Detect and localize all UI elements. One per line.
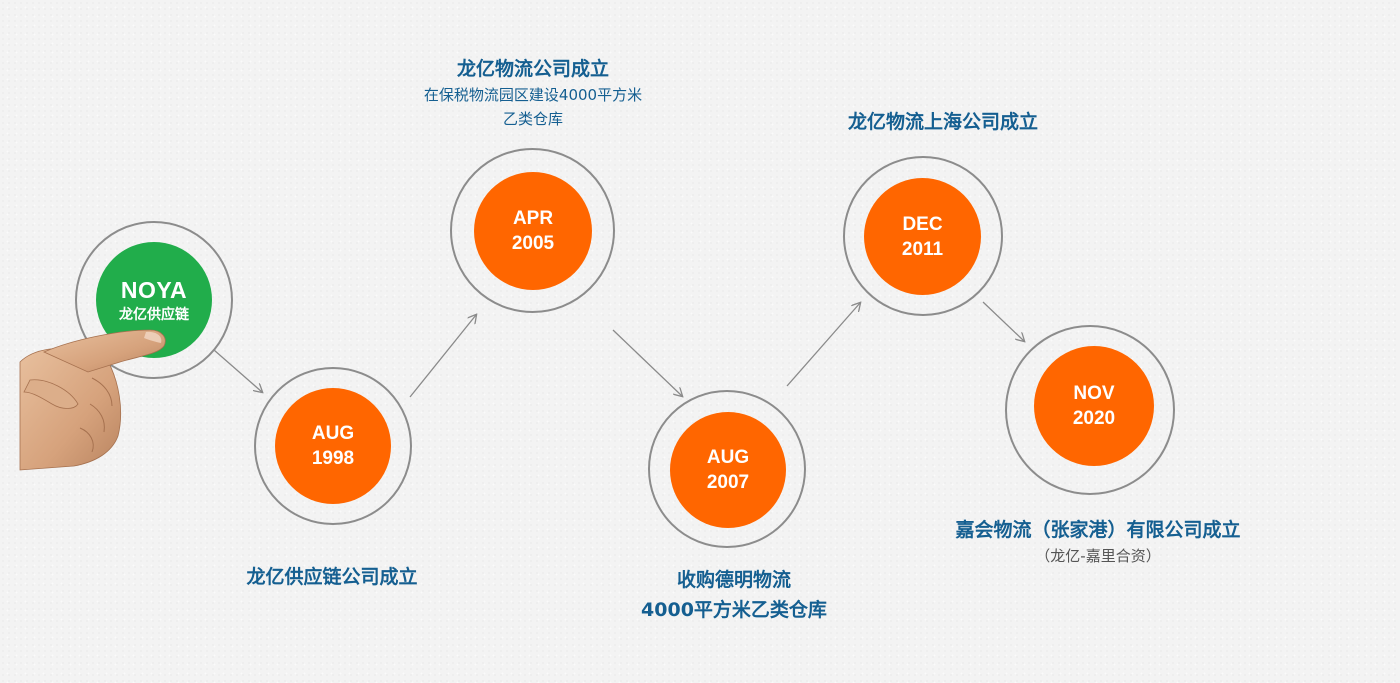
milestone-year: 2005 xyxy=(511,233,555,254)
milestone-2005-title: 龙亿物流公司成立 xyxy=(456,58,609,80)
start-node: NOYA 龙亿供应链 xyxy=(96,242,212,358)
milestone-year: 2011 xyxy=(901,238,944,260)
milestone-2007: AUG 2007 xyxy=(670,412,786,528)
milestone-2007-caption: 收购德明物流 4000平方米乙类仓库 xyxy=(584,565,884,625)
milestone-month: AUG xyxy=(311,423,355,444)
arrow-icon xyxy=(786,303,860,387)
milestone-2020-caption: 嘉会物流（张家港）有限公司成立 （龙亿-嘉里合资） xyxy=(928,517,1268,568)
milestone-month: DEC xyxy=(902,213,943,235)
milestone-2005-desc-1: 在保税物流园区建设4000平方米 xyxy=(423,86,643,104)
milestone-2020-note: （龙亿-嘉里合资） xyxy=(1035,547,1161,565)
milestone-2011-title: 龙亿物流上海公司成立 xyxy=(847,111,1038,133)
brand-name: NOYA xyxy=(120,277,188,303)
milestone-2005-ring xyxy=(450,148,615,313)
arrow-icon xyxy=(982,301,1024,341)
pointing-hand-icon xyxy=(19,329,166,471)
start-node-ring xyxy=(75,221,233,379)
milestone-2005-desc-2: 乙类仓库 xyxy=(502,110,563,128)
milestone-2020: NOV 2020 xyxy=(1034,346,1154,466)
arrow-icon xyxy=(612,329,682,396)
milestone-2020-title: 嘉会物流（张家港）有限公司成立 xyxy=(955,519,1241,541)
milestone-2005: APR 2005 xyxy=(474,172,592,290)
milestone-2007-ring xyxy=(648,390,806,548)
milestone-month: APR xyxy=(512,208,554,229)
milestone-2007-title-1: 收购德明物流 xyxy=(676,569,791,591)
milestone-1998: AUG 1998 xyxy=(275,388,391,504)
arrow-icon xyxy=(213,349,262,392)
milestone-month: AUG xyxy=(706,447,750,468)
milestone-2007-title-2: 4000平方米乙类仓库 xyxy=(641,599,827,621)
arrow-icon xyxy=(409,315,476,398)
milestone-1998-ring xyxy=(254,367,412,525)
milestone-month: NOV xyxy=(1073,383,1115,404)
milestone-2011-ring xyxy=(843,156,1003,316)
milestone-year: 2007 xyxy=(706,472,750,493)
milestone-year: 2020 xyxy=(1072,408,1116,429)
milestone-2011: DEC 2011 xyxy=(864,178,981,295)
milestone-2020-ring xyxy=(1005,325,1175,495)
milestone-2005-caption: 龙亿物流公司成立 在保税物流园区建设4000平方米 乙类仓库 xyxy=(383,56,683,131)
milestone-year: 1998 xyxy=(311,448,355,469)
milestone-1998-title: 龙亿供应链公司成立 xyxy=(246,566,418,588)
brand-name-cn: 龙亿供应链 xyxy=(119,306,189,322)
